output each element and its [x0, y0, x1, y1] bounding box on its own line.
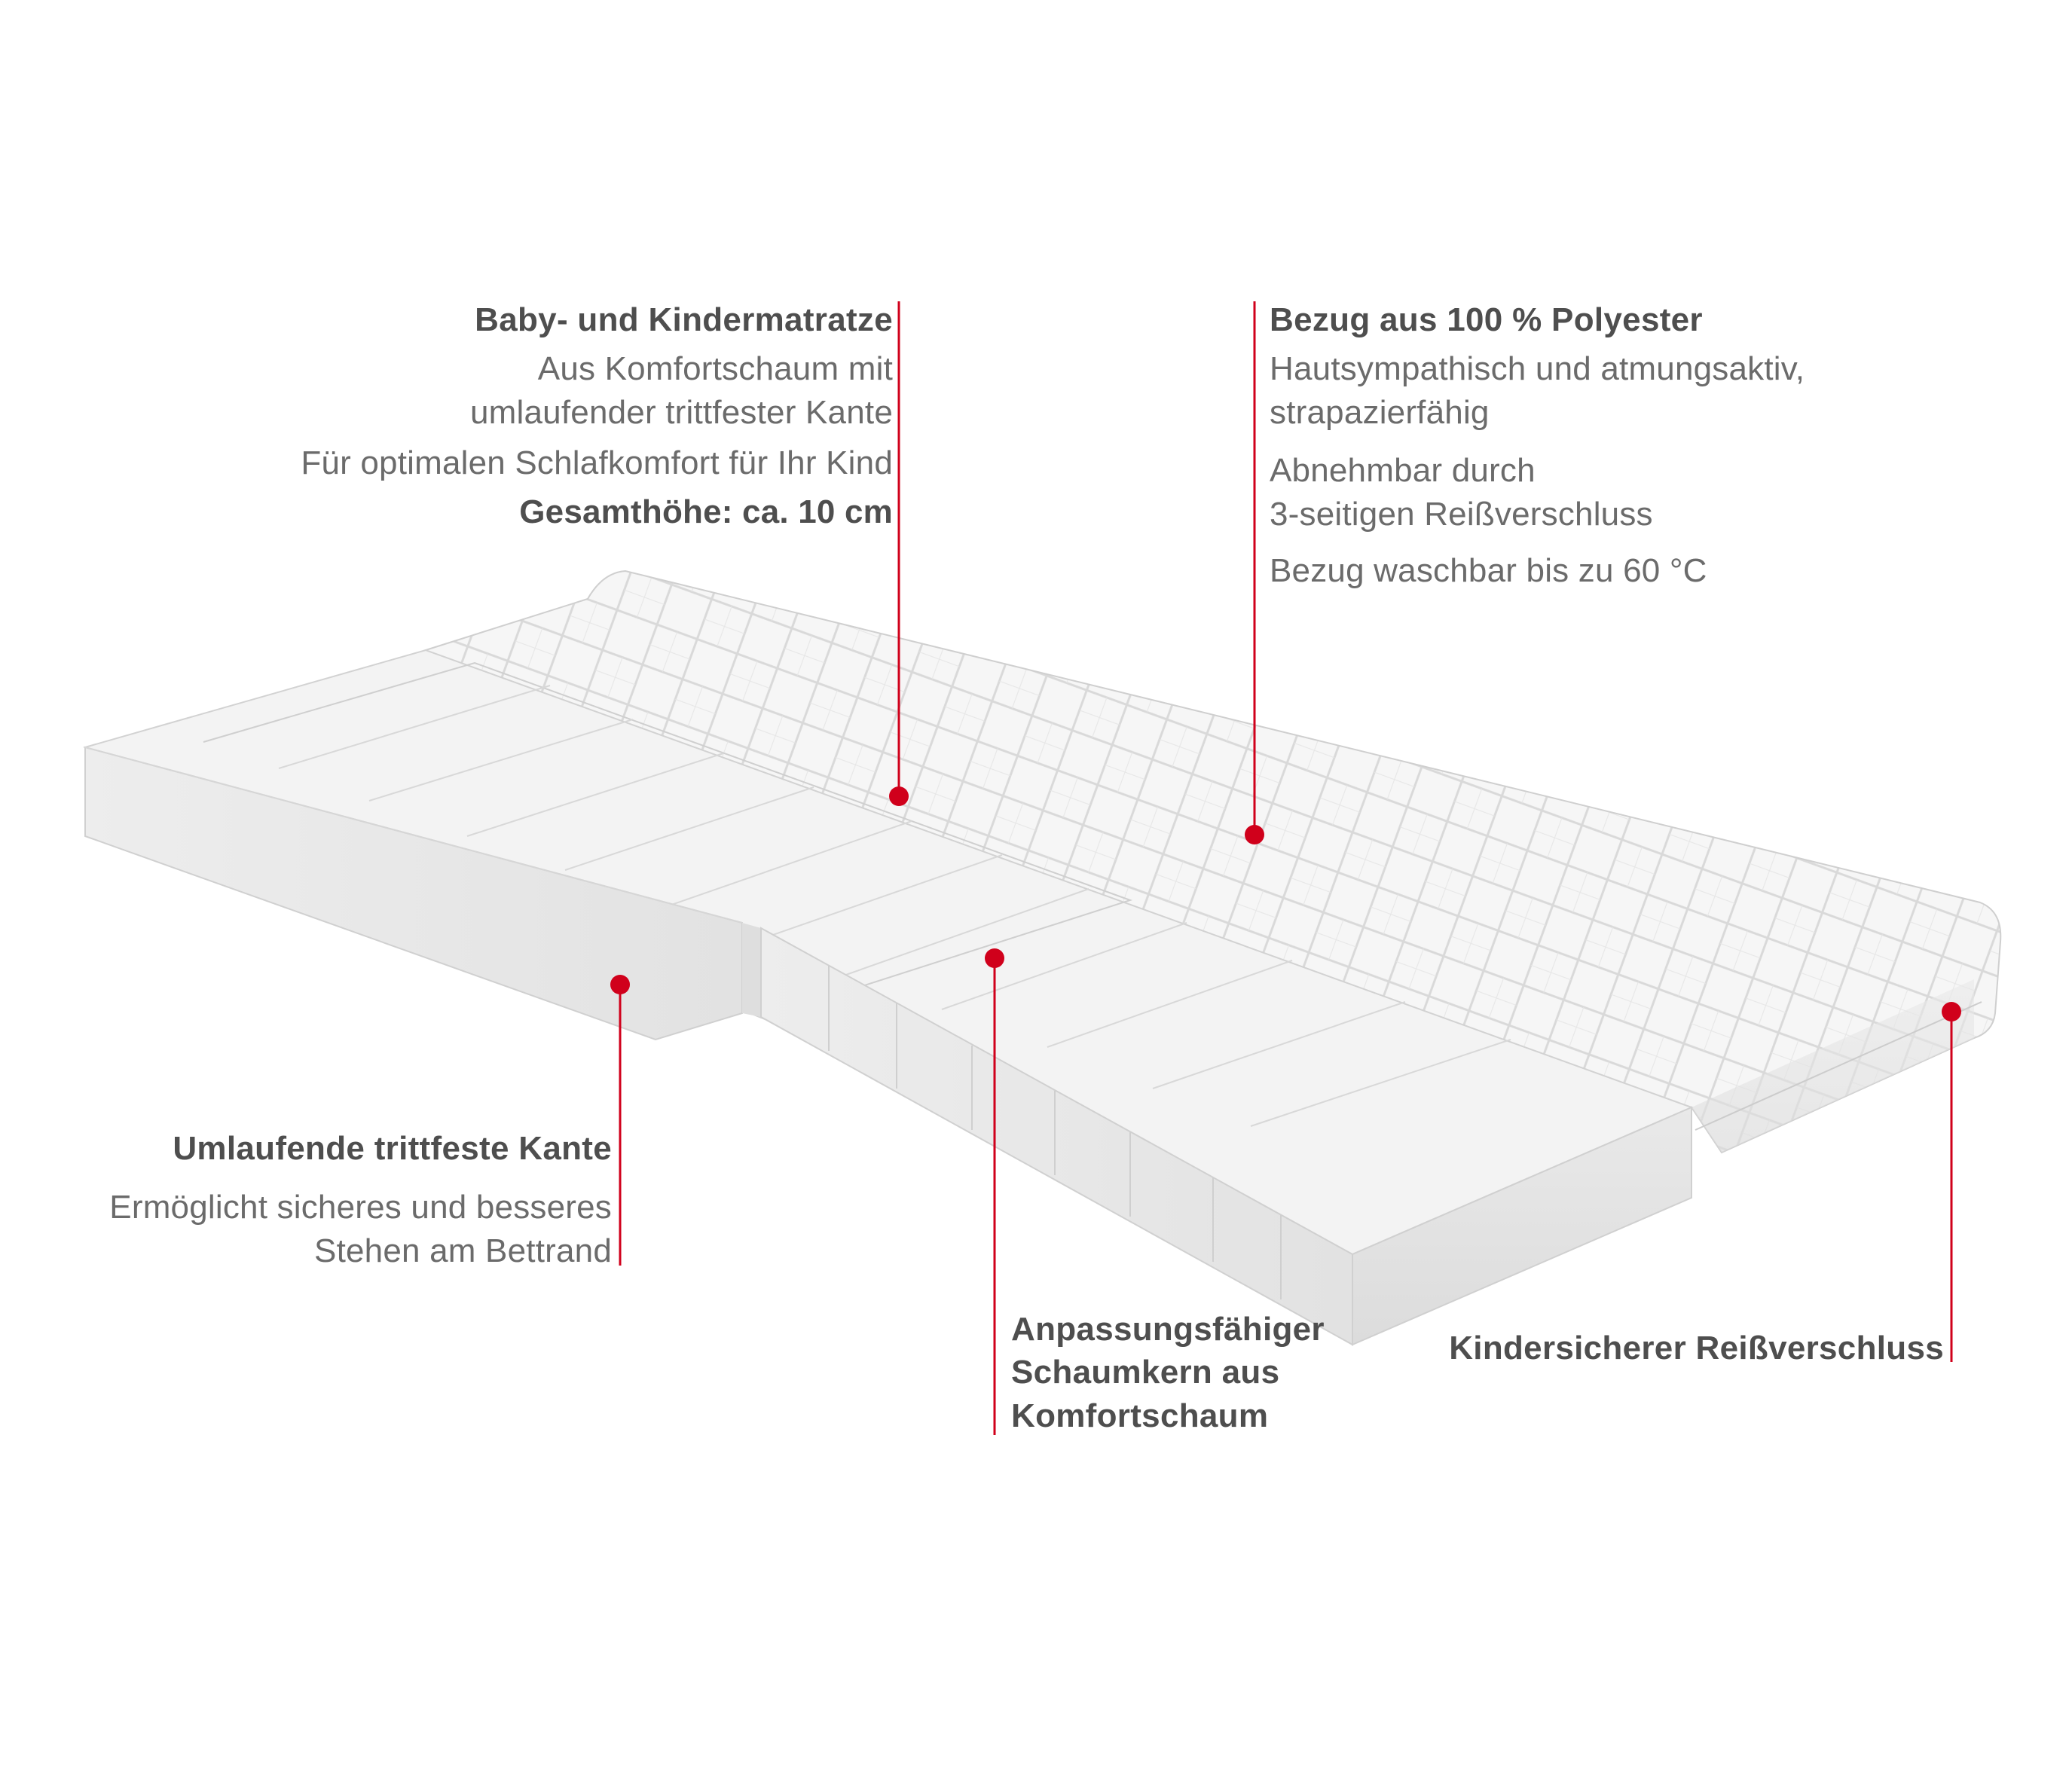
callout-dot-foam — [985, 948, 1004, 968]
callout-text: Stehen am Bettrand — [314, 1232, 612, 1269]
callout-dot-edge — [610, 975, 630, 994]
callout-title: Baby- und Kindermatratze — [475, 301, 893, 338]
callout-title: Umlaufende trittfeste Kante — [173, 1130, 612, 1167]
foam-core-sides — [84, 746, 1692, 1346]
callout-text: Bezug waschbar bis zu 60 °C — [1270, 552, 1707, 589]
callout-title: Bezug aus 100 % Polyester — [1270, 301, 1703, 338]
callout-title: Kindersicherer Reißverschluss — [1449, 1330, 1944, 1367]
callout-text: Schaumkern aus — [1011, 1354, 1280, 1391]
callout-text: umlaufender trittfester Kante — [470, 394, 893, 431]
callout-dot-cover — [1245, 825, 1264, 844]
quilted-cover — [423, 570, 2002, 1154]
callout-text: Gesamthöhe: ca. 10 cm — [519, 493, 893, 530]
callout-text: 3-seitigen Reißverschluss — [1270, 496, 1653, 533]
callout-text: Hautsympathisch und atmungsaktiv, — [1270, 350, 1805, 387]
callout-text: Komfortschaum — [1011, 1397, 1269, 1434]
callout-lines — [619, 301, 1953, 1435]
callout-dot-core — [889, 786, 909, 806]
callout-text: Aus Komfortschaum mit — [537, 350, 893, 387]
callout-text: Anpassungsfähiger — [1011, 1311, 1325, 1348]
callout-dot-zipper — [1942, 1002, 1961, 1021]
callout-text: Für optimalen Schlafkomfort für Ihr Kind — [301, 444, 893, 481]
callout-text: Abnehmbar durch — [1270, 452, 1536, 489]
callout-text: strapazierfähig — [1270, 394, 1490, 431]
callout-text: Ermöglicht sicheres und besseres — [109, 1189, 612, 1226]
